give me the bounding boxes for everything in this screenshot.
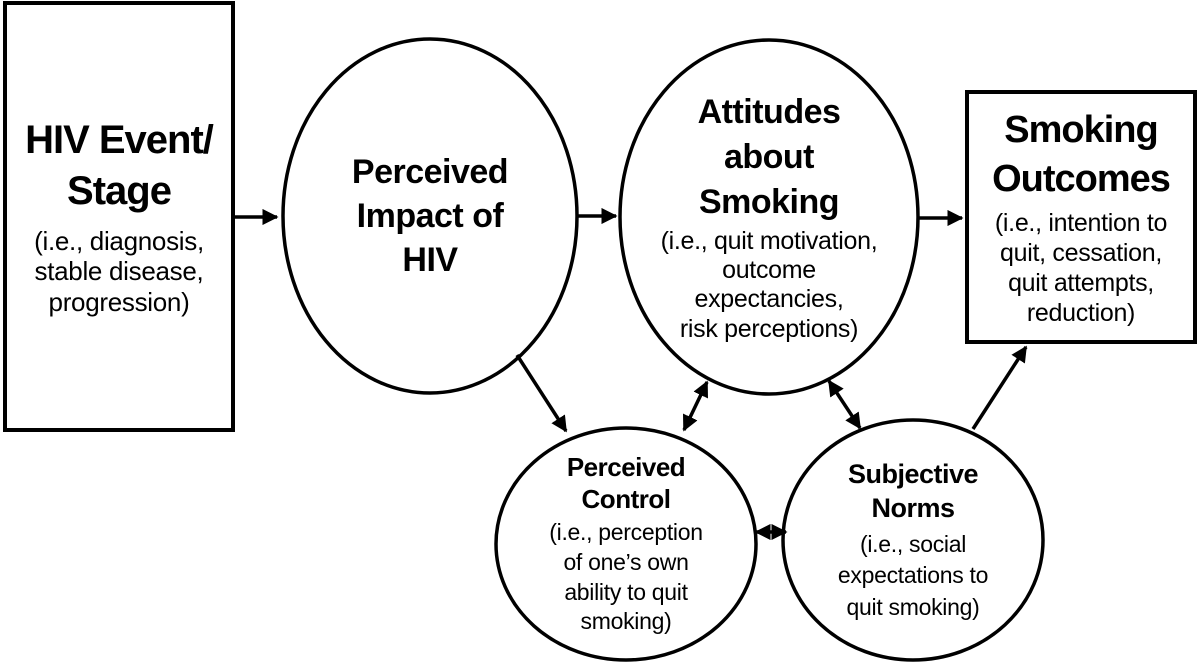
arrow-control-attitudes-two-way <box>682 380 709 432</box>
arrow-impact-to-control <box>515 354 568 433</box>
hiv-event-stage-box <box>3 1 235 432</box>
arrow-norms-to-outcomes <box>971 345 1028 430</box>
perceived-control-circle <box>494 426 758 662</box>
attitudes-about-smoking-ellipse <box>618 38 920 396</box>
smoking-outcomes-box <box>965 90 1197 344</box>
subjective-norms-circle <box>781 418 1045 662</box>
arrow-attitudes-norms-two-way <box>827 379 862 430</box>
perceived-impact-ellipse <box>281 37 579 395</box>
